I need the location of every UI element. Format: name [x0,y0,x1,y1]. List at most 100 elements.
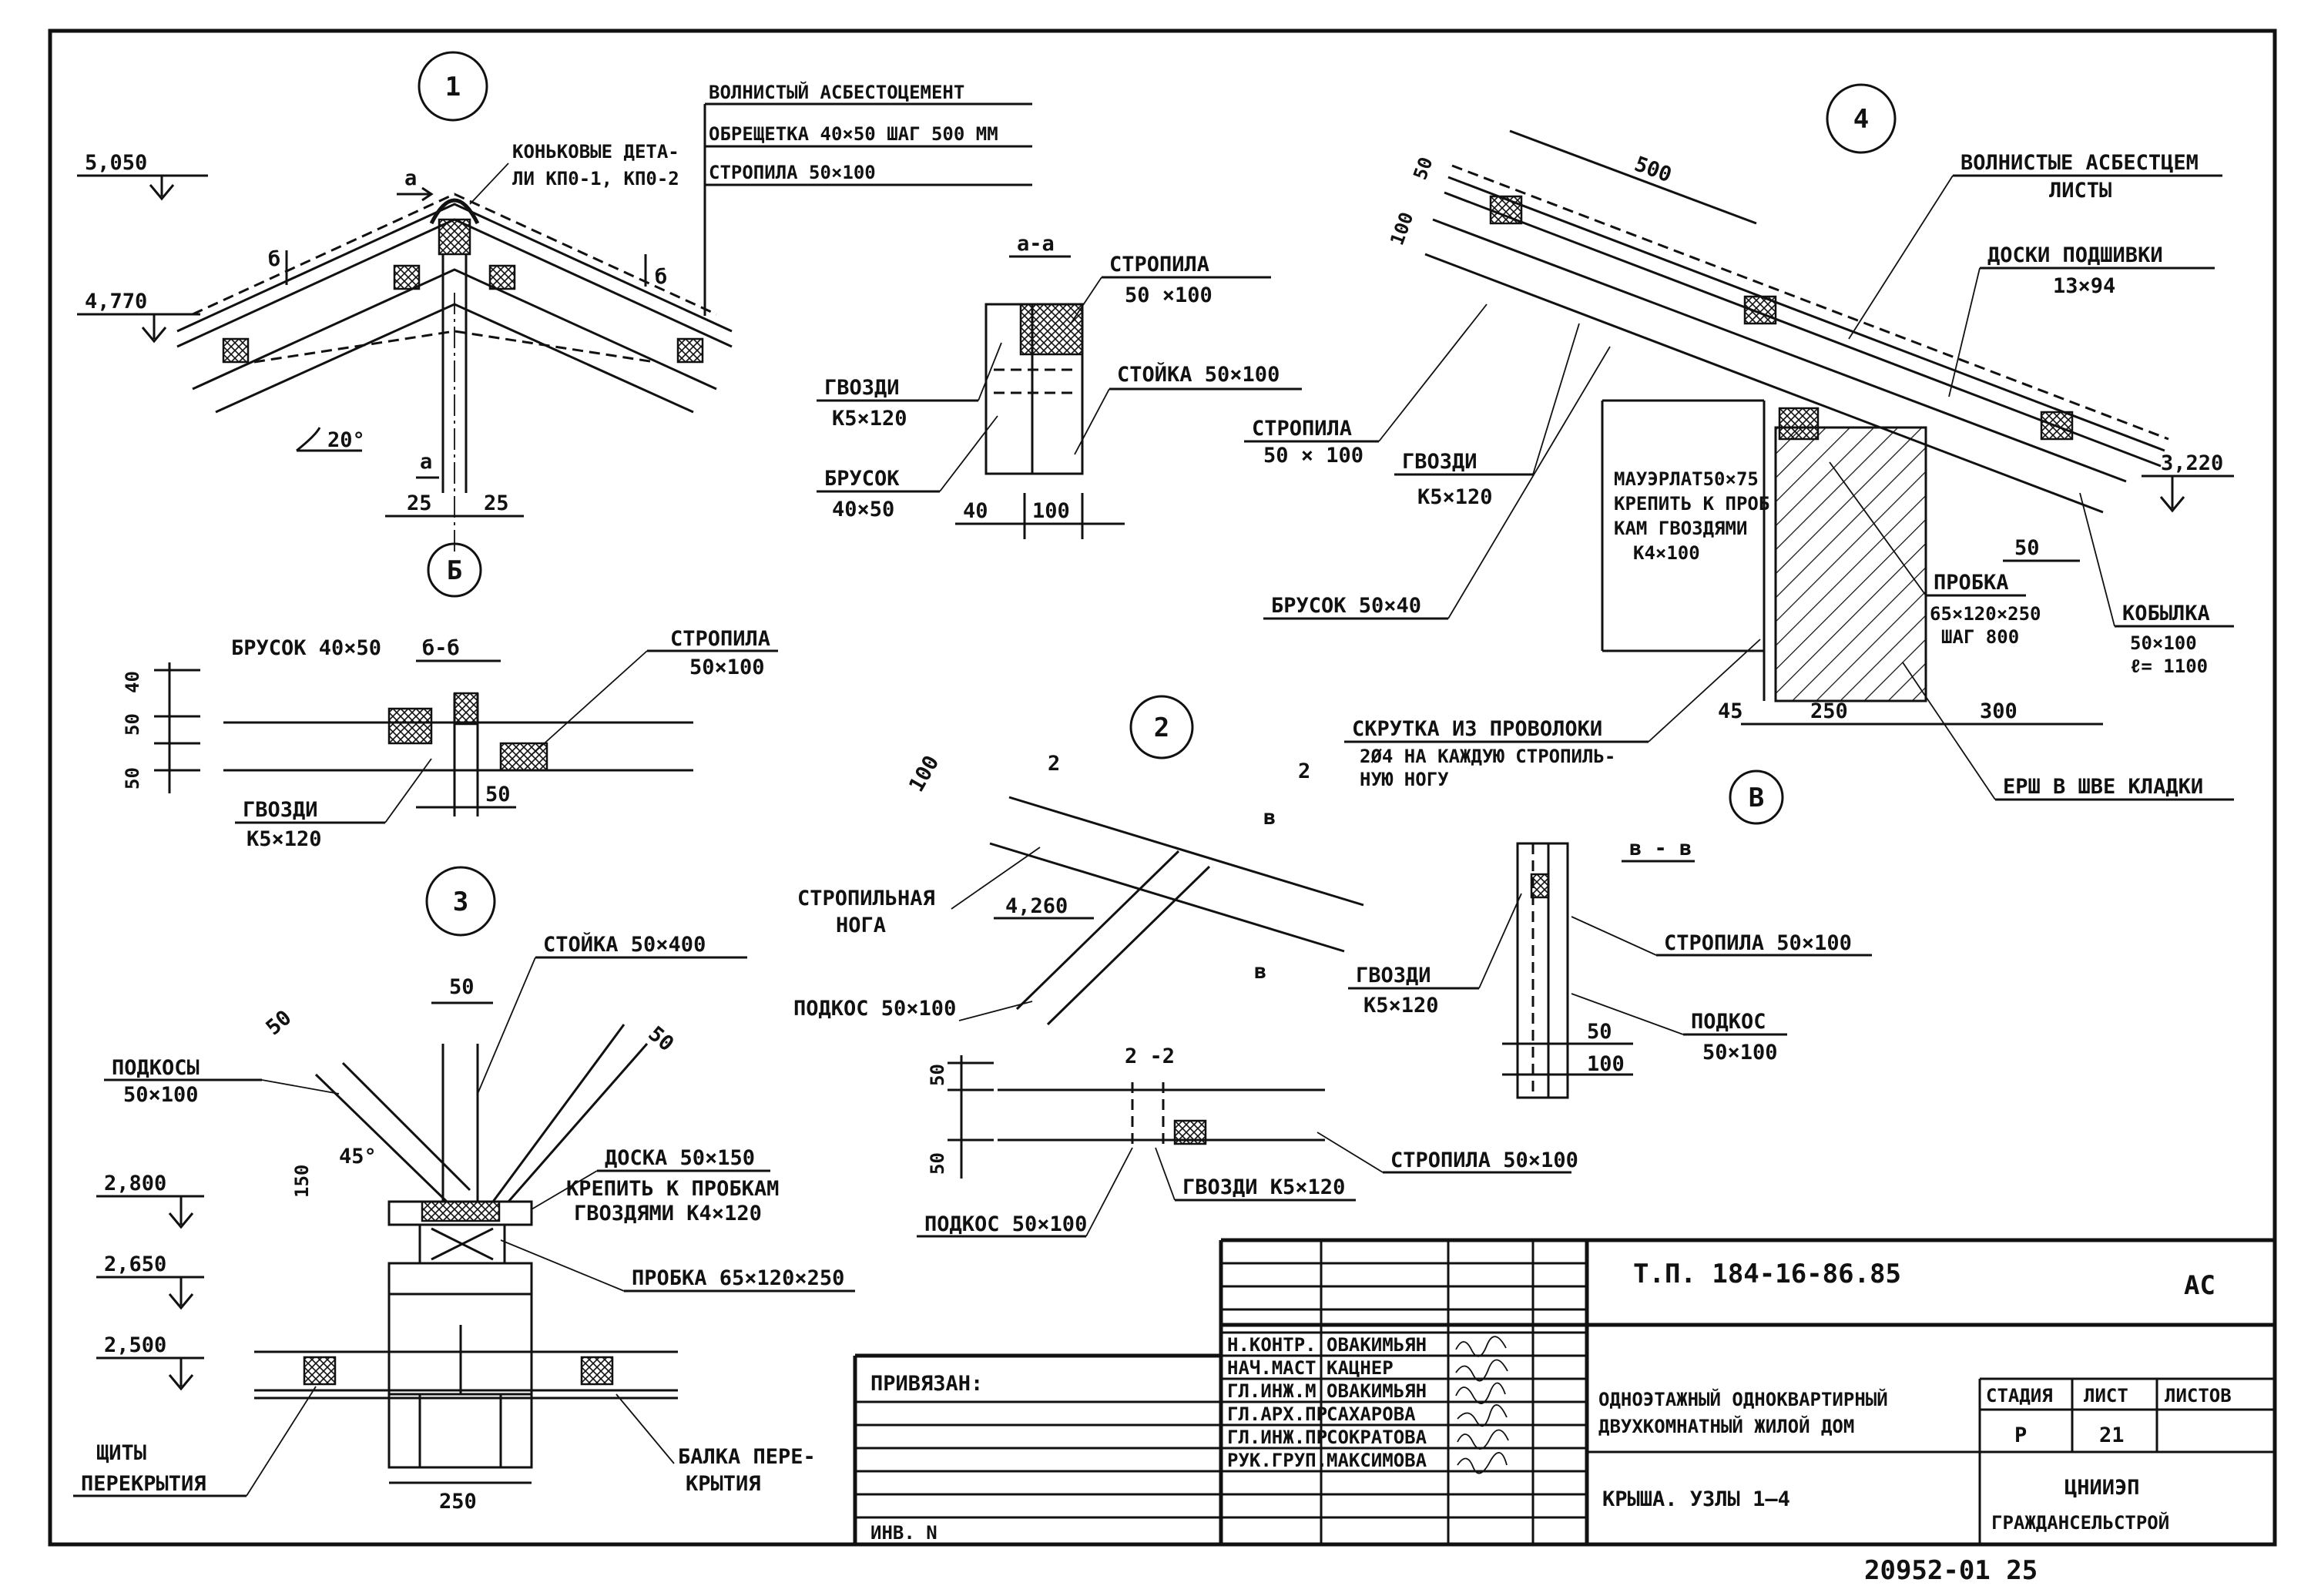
aa-dim-40: 40 [963,499,988,523]
axis-b-label: Б [447,555,462,586]
aa-post: СТОЙКА 50×100 [1117,362,1280,387]
bb-nails-2: К5×120 [247,827,322,851]
bb-nails-1: ГВОЗДИ [243,798,318,822]
node-2-dim-100: 100 [904,752,944,796]
ridge-details-label-2: ЛИ КП0-1, КП0-2 [512,168,679,189]
n4-mauer-3: КАМ ГВОЗДЯМИ [1614,518,1747,539]
tb-stage-h: СТАДИЯ [1986,1385,2053,1407]
n4-dim-45: 45 [1718,699,1743,723]
node-2-brace: 2 100 2 2 в в 4,260 СТРОПИЛЬНАЯ НОГА ПОД… [793,695,1364,1026]
n4-dim-100: 100 [1386,210,1417,248]
node-2-rafter-2: НОГА [836,914,886,937]
s22-dim-50a: 50 [927,1064,948,1086]
bb-bar: БРУСОК 40×50 [231,636,381,660]
n3-board: ДОСКА 50×150 [605,1146,755,1170]
node-1-marker-label: 1 [445,72,461,102]
section-aa-title: а-а [1017,232,1055,256]
tb-name-4: СОКРАТОВА [1327,1427,1427,1448]
tb-project-2: ДВУХКОМНАТНЫЙ ЖИЛОЙ ДОМ [1598,1415,1854,1437]
aa-dim-100: 100 [1032,499,1070,523]
n4-dim-50: 50 [1409,154,1437,183]
node-2-marker-label: 2 [1154,712,1169,743]
vv-dim-100: 100 [1587,1052,1625,1076]
tb-org-2: ГРАЖДАНСЕЛЬСТРОЙ [1991,1511,2169,1534]
node-2-level: 4,260 [1005,894,1068,918]
n3-dim-50a: 50 [449,975,475,999]
n3-panels-2: ПЕРЕКРЫТИЯ [81,1472,206,1496]
aa-rafters-1: СТРОПИЛА [1109,253,1209,277]
n3-dim-250: 250 [439,1490,477,1514]
n4-rafters-2: 50 × 100 [1263,444,1363,468]
tb-sheets-h: ЛИСТОВ [2165,1385,2232,1407]
tb-role-0: Н.КОНТР. [1227,1334,1316,1356]
section-2-2: 2 -2 50 50 СТРОПИЛА 50×100 ПОДКОС 50×100… [917,1044,1578,1238]
n3-dim-150: 150 [291,1165,313,1198]
tb-sheet-title: КРЫША. УЗЛЫ 1—4 [1602,1487,1790,1511]
n4-plug-1: ПРОБКА [1934,571,2009,595]
tb-sheet-h: ЛИСТ [2084,1385,2128,1407]
tb-sheet: 21 [2099,1423,2125,1447]
node-1-marker [418,51,488,122]
vv-nails-1: ГВОЗДИ [1356,964,1431,987]
bb-dim-50b: 50 [122,767,143,790]
tb-role-4: ГЛ.ИНЖ.ПР [1227,1427,1327,1448]
bb-dim-50a: 50 [122,713,143,736]
node-1-ridge: 1 Б 5,050 4,770 а а б б [77,51,1032,598]
bb-title: б-б [422,636,460,660]
n3-fix-1: КРЕПИТЬ К ПРОБКАМ [566,1177,779,1201]
n4-bracket-3: ℓ= 1100 [2130,656,2208,677]
roof-layer-1: ВОЛНИСТЫЙ АСБЕСТОЦЕМЕНТ [709,81,964,103]
vv-brace-1: ПОДКОС [1691,1010,1766,1034]
section-v-v: в - в ГВОЗДИ К5×120 СТРОПИЛА 50×100 ПОДК… [1348,837,1872,1099]
aa-bar-2: 40×50 [832,498,894,521]
tb-name-2: ОВАКИМЬЯН [1327,1380,1427,1402]
n4-dim-50b: 50 [2014,536,2040,560]
n4-nails-1: ГВОЗДИ [1402,450,1477,474]
bb-dim-40: 40 [122,671,143,693]
n4-level: 3,220 [2161,451,2223,475]
bb-dim-50c: 50 [485,783,511,806]
n4-sheets-1: ВОЛНИСТЫЕ АСБЕСТЦЕМ [1960,151,2199,175]
node-2-cut-right: 2 [1298,759,1310,783]
n4-dim-250: 250 [1810,699,1848,723]
tb-role-2: ГЛ.ИНЖ.М [1227,1380,1316,1402]
sheet-frame [48,28,2277,1547]
s22-dim-50b: 50 [927,1152,948,1175]
n4-mauer-4: К4×100 [1633,542,1700,564]
n4-bar: БРУСОК 50×40 [1271,594,1421,618]
n3-level-3: 2,500 [104,1333,166,1357]
n4-mauer-2: КРЕПИТЬ К ПРОБ [1614,493,1769,515]
n3-fix-2: ГВОЗДЯМИ К4×120 [574,1202,762,1226]
archive-number: 20952-01 25 [1864,1555,2038,1586]
node-2-brace: ПОДКОС 50×100 [793,997,956,1021]
vv-nails-2: К5×120 [1363,994,1439,1018]
tb-linked: ПРИВЯЗАН: [870,1372,983,1396]
node-3-post: 3 СТОЙКА 50×400 50 50 50 ПОДКОСЫ [73,866,855,1514]
roof-layer-2: ОБРЕЩЕТКА 40×50 ШАГ 500 ММ [709,123,998,145]
n3-angle: 45° [339,1145,377,1168]
n4-plug-3: ШАГ 800 [1941,626,2019,648]
n4-twist-1: СКРУТКА ИЗ ПРОВОЛОКИ [1352,717,1602,741]
vv-brace-2: 50×100 [1702,1041,1778,1065]
n4-plug-2: 65×120×250 [1930,603,2041,625]
s22-nails: ГВОЗДИ К5×120 [1182,1175,1345,1199]
tb-name-5: МАКСИМОВА [1327,1450,1427,1471]
n3-braces-2: 50×100 [123,1083,199,1107]
tb-stage: Р [2014,1423,2027,1447]
signatures [1455,1336,1509,1474]
n3-panels-1: ЩИТЫ [96,1441,146,1465]
node-4-marker [1826,83,1897,154]
tb-role-1: НАЧ.МАСТ [1227,1357,1316,1379]
n4-boards-2: 13×94 [2053,274,2115,298]
axis-v-label: В [1749,783,1764,813]
cut-b-right: б [655,265,667,289]
vv-dim-50: 50 [1587,1020,1612,1044]
n3-post: СТОЙКА 50×400 [543,932,706,957]
node-2-marker [1129,695,1194,759]
roof-layer-3: СТРОПИЛА 50×100 [709,162,876,183]
level-4770: 4,770 [85,290,147,314]
n3-braces-1: ПОДКОСЫ [112,1056,200,1080]
tb-role-3: ГЛ.АРХ.ПР [1227,1403,1327,1425]
node-4-eaves: 4 500 50 100 45 250 300 ВОЛНИСТЫЕ АСБЕСТ… [1244,83,2234,825]
n4-sheets-2: ЛИСТЫ [2049,179,2111,203]
